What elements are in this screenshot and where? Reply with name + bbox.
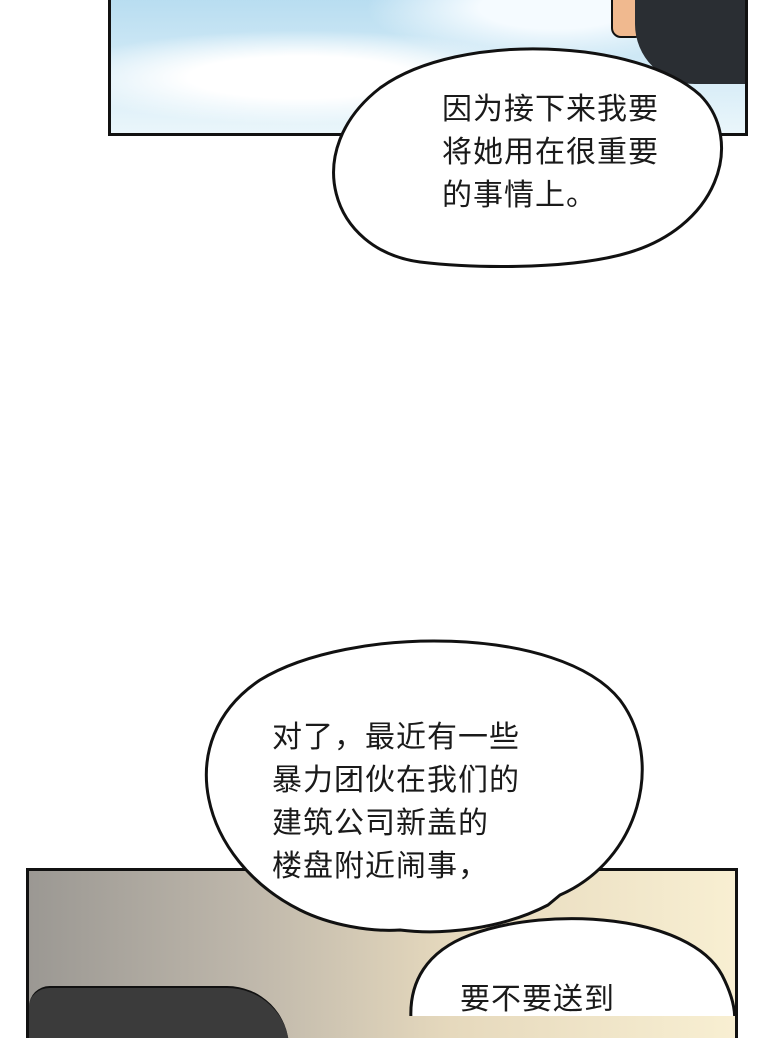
speech-bubble-top-text: 因为接下来我要 将她用在很重要 的事情上。 <box>442 88 659 217</box>
bubble-line: 楼盘附近闹事， <box>272 849 489 884</box>
bubble-line: 将她用在很重要 <box>442 135 659 170</box>
bubble-line: 对了，最近有一些 <box>272 720 520 755</box>
bubble-line: 暴力团伙在我们的 <box>272 763 520 798</box>
speech-bubble-middle-text: 对了，最近有一些 暴力团伙在我们的 建筑公司新盖的 楼盘附近闹事， <box>272 716 520 888</box>
bubble-line: 因为接下来我要 <box>442 92 659 127</box>
speech-bubble-bottom-text: 要不要送到 <box>460 978 615 1021</box>
bubble-line: 要不要送到 <box>460 982 615 1017</box>
speech-bubble-top <box>332 47 723 268</box>
speech-bubbles-layer <box>204 47 737 1016</box>
speech-bubble-middle <box>204 639 644 934</box>
bubble-line: 建筑公司新盖的 <box>272 806 489 841</box>
speech-bubble-bottom <box>409 917 737 1016</box>
bubble-line: 的事情上。 <box>442 178 597 213</box>
